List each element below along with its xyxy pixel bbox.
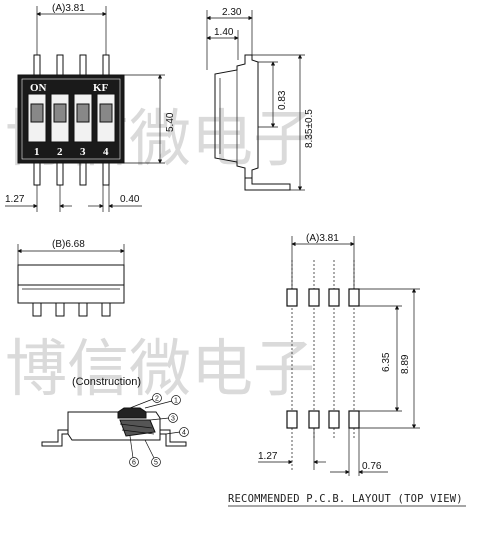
side-body-height: 0.83 — [277, 90, 288, 110]
front-pins — [32, 302, 111, 317]
svg-text:1: 1 — [34, 146, 40, 158]
pcb-pad-width: 0.76 — [362, 461, 382, 472]
pcb-bottom-pads — [286, 410, 360, 429]
pcb-layout-title: RECOMMENDED P.C.B. LAYOUT (TOP VIEW) — [228, 493, 463, 505]
svg-text:4: 4 — [103, 146, 109, 158]
side-view: 2.30 1.40 0.83 8.35±0.5 — [206, 7, 315, 191]
front-view: (B)6.68 — [17, 239, 125, 317]
svg-text:2: 2 — [57, 146, 63, 158]
svg-text:1: 1 — [174, 398, 178, 405]
svg-text:2: 2 — [155, 396, 159, 403]
front-width-dim: (B)6.68 — [52, 239, 85, 250]
svg-text:6: 6 — [132, 460, 136, 467]
construction-view: (Construction) 1 2 3 4 5 — [41, 376, 189, 467]
bottom-pitch-dim: 1.27 — [5, 194, 25, 205]
pcb-bottom-pitch: 1.27 — [258, 451, 278, 462]
on-label: ON — [30, 82, 47, 94]
svg-text:3: 3 — [80, 146, 86, 158]
svg-text:4: 4 — [182, 430, 186, 437]
switch-numbers: 1 2 3 4 — [34, 146, 109, 158]
pcb-inner-span: 6.35 — [381, 352, 392, 372]
slider-windows — [27, 93, 116, 143]
pcb-outer-span: 8.89 — [400, 354, 411, 374]
pcb-pitch-dim: (A)3.81 — [306, 233, 339, 244]
pcb-layout: (A)3.81 6.35 8.89 — [258, 233, 420, 476]
side-width-inner: 1.40 — [214, 27, 234, 38]
construction-callouts: 1 2 3 4 5 6 — [129, 393, 189, 467]
height-dim: 5.40 — [165, 112, 176, 132]
pcb-top-pads — [286, 288, 360, 307]
svg-text:3: 3 — [171, 416, 175, 423]
top-pins — [33, 54, 110, 76]
side-total-height: 8.35±0.5 — [304, 109, 315, 148]
watermark-bottom: 博信微电子 — [5, 332, 315, 405]
side-width-total: 2.30 — [222, 7, 242, 18]
top-pitch-dim: (A)3.81 — [52, 3, 85, 14]
top-view: (A)3.81 ON KF 1 2 3 4 — [5, 3, 176, 212]
bottom-pins — [33, 162, 110, 186]
construction-title: (Construction) — [72, 376, 141, 388]
brand-label: KF — [93, 82, 109, 94]
lead-width-dim: 0.40 — [120, 194, 140, 205]
svg-text:5: 5 — [154, 460, 158, 467]
